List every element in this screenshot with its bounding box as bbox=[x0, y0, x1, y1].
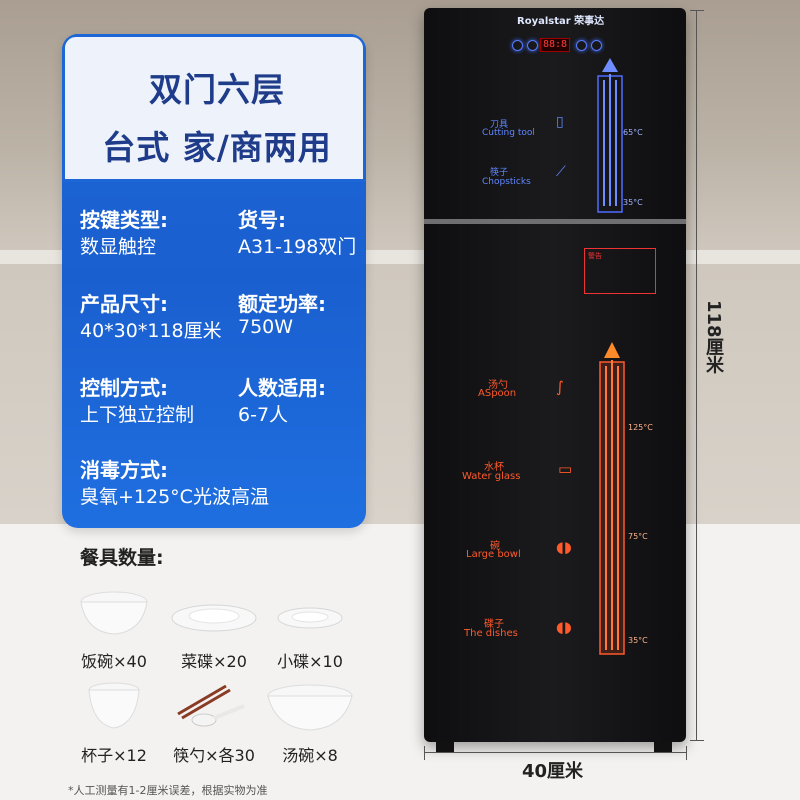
chopsticks-spoon-icon bbox=[166, 676, 262, 738]
tableware-item: 菜碟×20 bbox=[166, 582, 262, 672]
spec-value-model: A31-198双门 bbox=[238, 236, 357, 258]
mode-button[interactable] bbox=[527, 40, 538, 51]
spec-value-size: 40*30*118厘米 bbox=[80, 320, 222, 342]
lower-item-en: Water glass bbox=[462, 471, 521, 482]
door-divider bbox=[424, 219, 686, 224]
upper-temp-label: 65°C bbox=[623, 128, 643, 137]
glass-icon: ▭ bbox=[558, 460, 573, 478]
tableware-label: 饭碗×40 bbox=[81, 652, 147, 671]
upper-temp-label: 35°C bbox=[623, 198, 643, 207]
disinfection-cabinet bbox=[424, 8, 686, 742]
tableware-item: 饭碗×40 bbox=[66, 582, 162, 672]
lower-temp-label: 75°C bbox=[628, 532, 648, 541]
cabinet-foot-right bbox=[654, 742, 672, 752]
upper-item-en: Chopsticks bbox=[482, 177, 531, 187]
tableware-label: 杯子×12 bbox=[81, 746, 147, 765]
lower-heating-tube-icon bbox=[599, 342, 625, 655]
spec-label-size: 产品尺寸: bbox=[80, 292, 168, 316]
height-dimension-line bbox=[696, 10, 697, 740]
height-dimension-tick bbox=[690, 10, 704, 11]
spec-card: 双门六层 台式 家/商两用 按键类型: 数显触控 货号: A31-198双门 产… bbox=[62, 34, 366, 528]
tableware-label: 筷勺×各30 bbox=[173, 746, 255, 765]
lower-item-en: Large bowl bbox=[466, 549, 521, 560]
upper-uv-lamp-icon bbox=[597, 58, 623, 213]
function-button[interactable] bbox=[576, 40, 587, 51]
rice-bowl-icon bbox=[66, 582, 162, 644]
spec-value-power: 750W bbox=[238, 316, 294, 338]
cup-icon bbox=[66, 676, 162, 738]
spec-label-power: 额定功率: bbox=[238, 292, 326, 316]
spec-label-persons: 人数适用: bbox=[238, 376, 326, 400]
tableware-item: 小碟×10 bbox=[262, 582, 358, 672]
lower-temp-label: 35°C bbox=[628, 636, 648, 645]
timer-button[interactable] bbox=[591, 40, 602, 51]
width-dimension-tick bbox=[424, 746, 425, 760]
tableware-item: 杯子×12 bbox=[66, 676, 162, 766]
height-dimension-label: 118厘米 bbox=[703, 300, 724, 374]
width-dimension-tick bbox=[686, 746, 687, 760]
brand-logo: Royalstar 荣事达 bbox=[517, 16, 605, 27]
dish-icon: ◖◗ bbox=[556, 618, 572, 636]
lower-item-en: The dishes bbox=[464, 628, 518, 639]
upper-item-cn: 刀具 bbox=[490, 120, 509, 130]
spec-value-button-type: 数显触控 bbox=[80, 236, 157, 258]
tableware-label: 菜碟×20 bbox=[181, 652, 247, 671]
spec-value-persons: 6-7人 bbox=[238, 404, 289, 426]
soup-bowl-icon bbox=[262, 676, 358, 738]
lower-temp-label: 125°C bbox=[628, 423, 653, 432]
warning-label: 警告 bbox=[584, 248, 656, 294]
width-dimension-line bbox=[424, 752, 686, 753]
footnote: *人工测量有1-2厘米误差，根据实物为准 bbox=[68, 784, 268, 797]
lower-item-cn: 汤勺 bbox=[488, 380, 508, 391]
spec-label-model: 货号: bbox=[238, 208, 286, 232]
tableware-item: 汤碗×8 bbox=[262, 676, 358, 766]
spec-label-button-type: 按键类型: bbox=[80, 208, 168, 232]
power-button[interactable] bbox=[512, 40, 523, 51]
cabinet-foot-left bbox=[436, 742, 454, 752]
knife-icon: ▯ bbox=[556, 114, 564, 130]
lower-item-cn: 碗 bbox=[490, 541, 500, 552]
spec-label-sterilization: 消毒方式: bbox=[80, 458, 168, 482]
spec-label-control: 控制方式: bbox=[80, 376, 168, 400]
lower-item-cn: 碟子 bbox=[484, 619, 504, 630]
spec-header: 双门六层 台式 家/商两用 bbox=[62, 34, 366, 182]
spec-value-control: 上下独立控制 bbox=[80, 404, 195, 426]
lower-item-en: ASpoon bbox=[478, 388, 517, 399]
chopsticks-icon: ⟋ bbox=[556, 164, 566, 180]
plate-icon bbox=[166, 582, 262, 644]
ladle-icon: ∫ bbox=[556, 378, 564, 396]
title-line-2: 台式 家/商两用 bbox=[102, 128, 332, 167]
upper-item-cn: 筷子 bbox=[490, 168, 509, 178]
small-plate-icon bbox=[262, 582, 358, 644]
tableware-label: 汤碗×8 bbox=[282, 746, 338, 765]
title-line-1: 双门六层 bbox=[149, 70, 285, 109]
bowl-icon: ◖◗ bbox=[556, 538, 572, 556]
width-dimension-label: 40厘米 bbox=[522, 761, 584, 782]
tableware-label: 小碟×10 bbox=[277, 652, 343, 671]
warning-label-title: 警告 bbox=[588, 252, 602, 260]
tableware-title: 餐具数量: bbox=[80, 547, 164, 569]
lower-item-cn: 水杯 bbox=[484, 462, 504, 473]
spec-value-sterilization: 臭氧+125°C光波高温 bbox=[80, 486, 269, 508]
upper-item-en: Cutting tool bbox=[482, 128, 535, 138]
height-dimension-tick bbox=[690, 740, 704, 741]
digital-display: 88:8 bbox=[540, 38, 570, 52]
tableware-item: 筷勺×各30 bbox=[166, 676, 262, 766]
